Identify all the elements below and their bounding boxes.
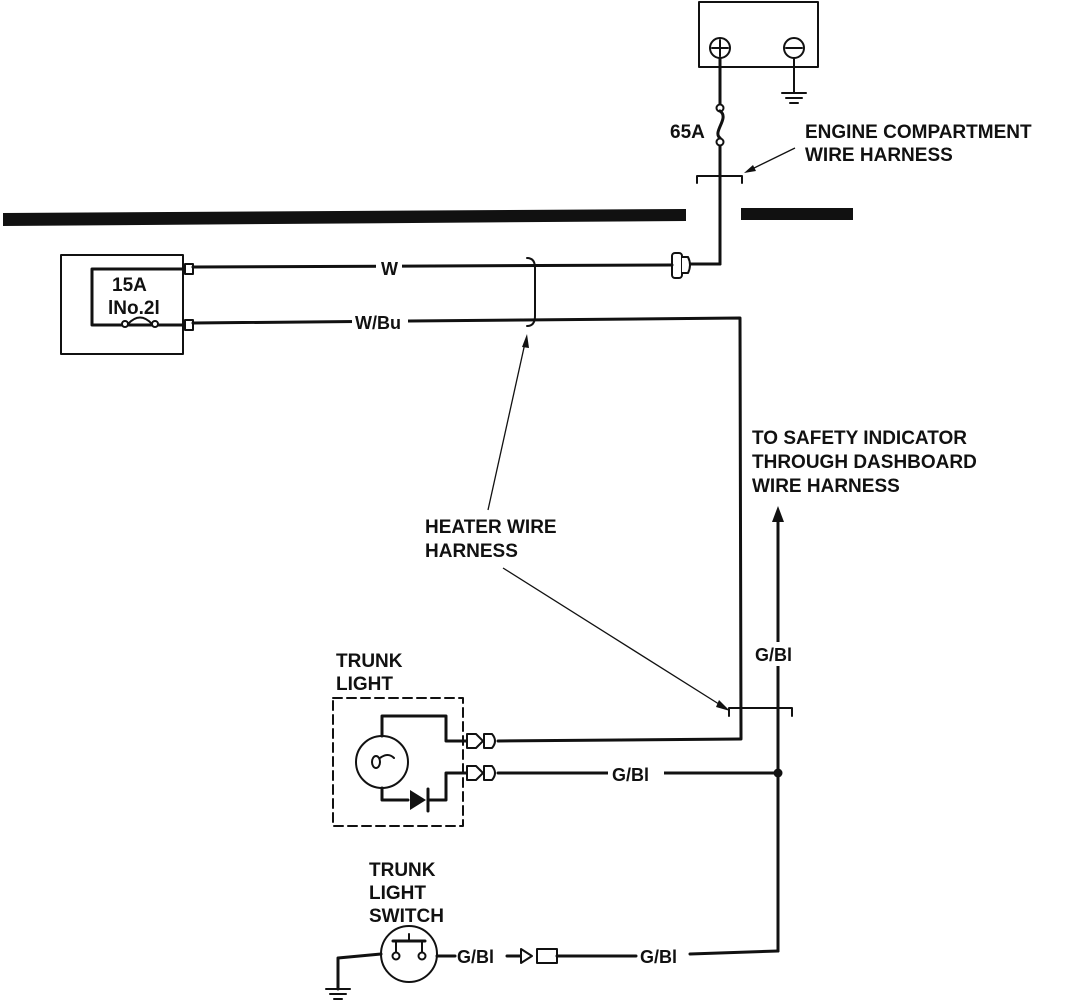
battery-negative-terminal [783,37,805,59]
trunk-light-label-2: LIGHT [336,674,393,695]
wire-light-return-label: G/Bl [612,765,649,785]
wire-vertical-g-bl-label: G/Bl [755,645,792,665]
main-fuse-label: 65A [670,122,705,143]
switch-label-2: LIGHT [369,883,426,904]
switch-connector [520,948,558,964]
safety-indicator-label-3: WIRE HARNESS [752,476,900,497]
body-panel-bars [3,208,853,226]
trunk-light-switch [380,925,438,983]
wire-switch-long [555,949,780,958]
wire-w-bu-label: W/Bu [355,313,401,333]
heater-harness-label-2: HARNESS [425,541,518,562]
main-feed-wire [688,56,725,266]
heater-harness-pointer [487,334,730,711]
fuse-number-label: lNo.2l [108,298,160,319]
safety-indicator-label-1: TO SAFETY INDICATOR [752,428,967,449]
engine-harness-label-2: WIRE HARNESS [805,145,953,166]
fuse-rating-label: 15A [112,275,147,296]
wire-g-bl-to-safety [772,506,784,953]
switch-label-3: SWITCH [369,906,444,927]
trunk-light-assembly [332,697,496,827]
lower-harness-bracket [728,707,793,717]
wire-trunk-light-feed [496,737,743,743]
trunk-light-diode [410,787,430,813]
battery-positive-terminal [709,37,731,59]
switch-label-1: TRUNK [369,860,436,881]
wire-switch-long-label: G/Bl [640,947,677,967]
fuse-box [60,254,194,355]
trunk-light-connector-1 [466,733,496,749]
trunk-light-connector-2 [466,765,496,781]
engine-harness-label-1: ENGINE COMPARTMENT [805,122,1032,143]
battery-ground-symbol [781,57,807,104]
wire-switch-short-label: G/Bl [457,947,494,967]
battery [698,1,819,68]
engine-harness-bracket [696,175,743,184]
switch-ground-symbol [325,952,383,1000]
connector-w-wire [671,252,691,279]
trunk-light-bulb [355,735,409,789]
wire-w-label: W [381,259,398,279]
fuse-symbol [121,316,159,328]
engine-harness-pointer [744,147,796,173]
heater-harness-bracket [526,257,536,327]
trunk-light-label-1: TRUNK [336,651,403,672]
safety-indicator-label-2: THROUGH DASHBOARD [752,452,977,473]
heater-harness-label-1: HEATER WIRE [425,517,557,538]
wire-w [191,263,674,269]
